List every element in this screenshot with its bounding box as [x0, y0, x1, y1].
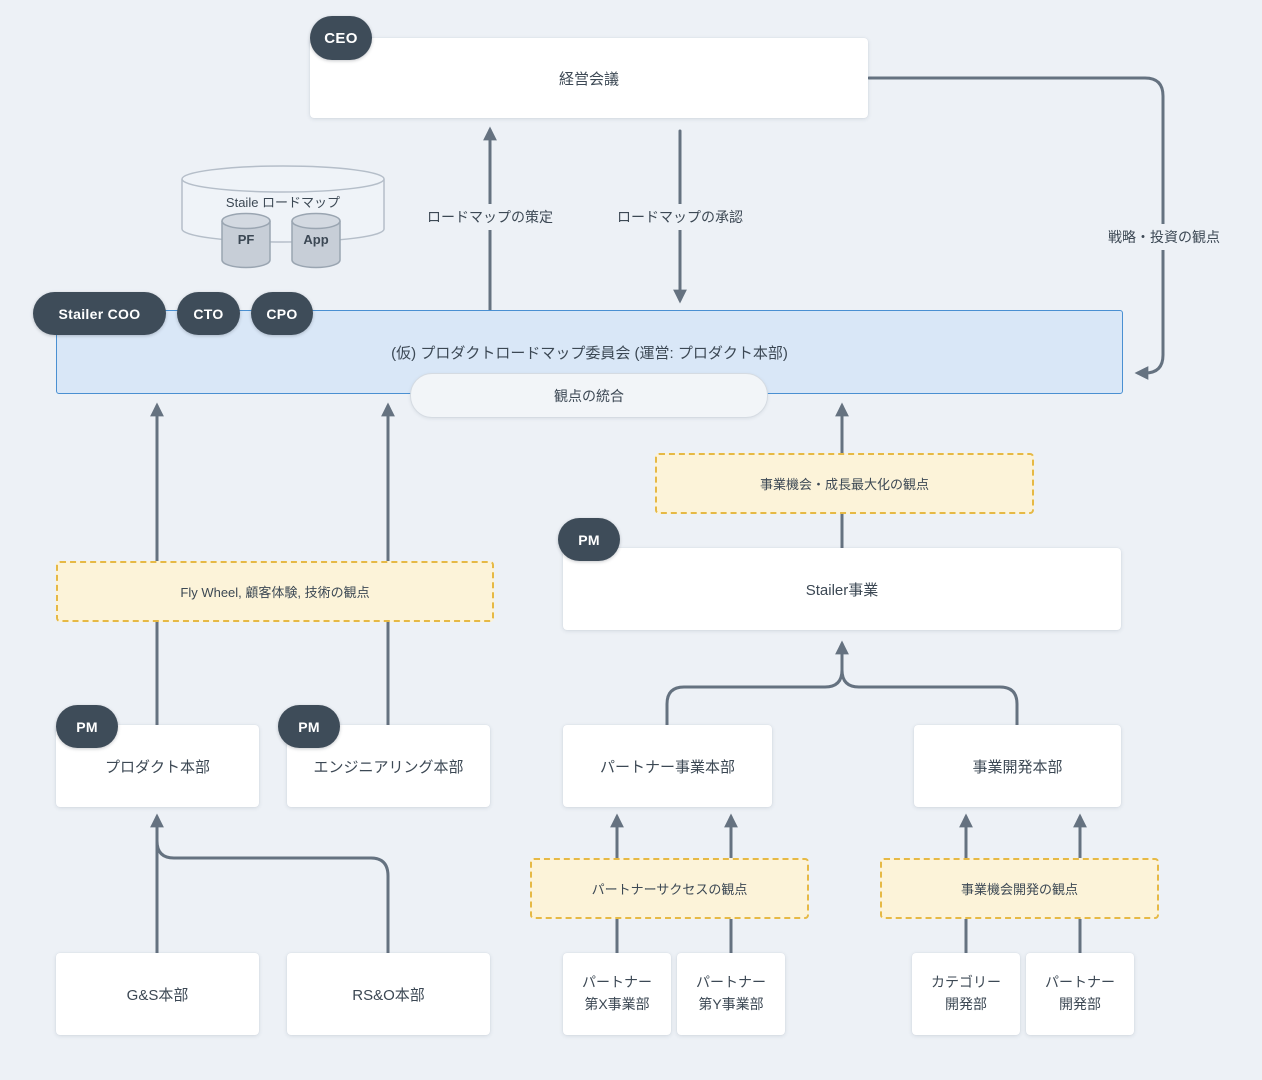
- management-meeting-box: 経営会議: [310, 38, 868, 118]
- unit-partner-x-line2: 第X事業部: [584, 996, 650, 1012]
- stailer-business-label: Stailer事業: [805, 581, 879, 599]
- roadmap-database: [181, 165, 385, 269]
- unit-gs-box: G&S本部: [56, 953, 259, 1035]
- note-business-dev: 事業機会開発の観点: [880, 858, 1159, 919]
- note-partner-success: パートナーサクセスの観点: [530, 858, 809, 919]
- app-cylinder-label: App: [303, 232, 329, 247]
- management-meeting-label: 経営会議: [558, 70, 619, 88]
- unit-partner-dev-line2: 開発部: [1059, 996, 1101, 1012]
- note-business-opportunity: 事業機会・成長最大化の観点: [655, 453, 1034, 514]
- note-business-opportunity-label: 事業機会・成長最大化の観点: [759, 477, 929, 492]
- viewpoint-integration-pill: 観点の統合: [410, 373, 768, 418]
- stailer-business-box: Stailer事業: [563, 548, 1121, 630]
- dept-bizdev-box: 事業開発本部: [914, 725, 1121, 807]
- note-flywheel: Fly Wheel, 顧客体験, 技術の観点: [56, 561, 494, 622]
- pf-cylinder-label: PF: [237, 232, 255, 247]
- unit-rso-box: RS&O本部: [287, 953, 490, 1035]
- ceo-badge: CEO: [310, 16, 372, 60]
- unit-partner-x-label: パートナー 第X事業部: [582, 972, 652, 1015]
- dept-partner-box: パートナー事業本部: [563, 725, 772, 807]
- cto-badge: CTO: [177, 292, 240, 335]
- unit-partner-dev-label: パートナー 開発部: [1045, 972, 1115, 1015]
- pm-badge-product: PM: [56, 705, 118, 748]
- unit-partner-y-line1: パートナー: [696, 974, 766, 991]
- unit-partner-dev-line1: パートナー: [1045, 974, 1115, 991]
- app-cylinder-icon: [291, 212, 341, 269]
- unit-partner-x-box: パートナー 第X事業部: [563, 953, 671, 1035]
- dept-product-label: プロダクト本部: [104, 758, 210, 776]
- unit-partner-y-label: パートナー 第Y事業部: [696, 972, 766, 1015]
- unit-gs-label: G&S本部: [126, 986, 189, 1004]
- dept-engineering-label: エンジニアリング本部: [313, 758, 464, 776]
- unit-rso-label: RS&O本部: [352, 986, 425, 1004]
- pm-badge-stailer: PM: [558, 518, 620, 561]
- unit-category-dev-line2: 開発部: [945, 996, 987, 1012]
- cpo-badge: CPO: [251, 292, 313, 335]
- unit-partner-y-box: パートナー 第Y事業部: [677, 953, 785, 1035]
- unit-partner-dev-box: パートナー 開発部: [1026, 953, 1134, 1035]
- committee-title: (仮) プロダクトロードマップ委員会 (運営: プロダクト本部): [391, 344, 788, 362]
- unit-partner-x-line1: パートナー: [582, 974, 652, 991]
- approve-label: ロードマップの承認: [608, 204, 752, 230]
- dept-bizdev-label: 事業開発本部: [972, 758, 1063, 776]
- stailer-coo-badge: Stailer COO: [33, 292, 166, 335]
- pf-cylinder-icon: [221, 212, 271, 269]
- pm-badge-engineering: PM: [278, 705, 340, 748]
- strategy-label: 戦略・投資の観点: [1099, 224, 1229, 250]
- unit-category-dev-line1: カテゴリー: [931, 974, 1001, 991]
- unit-category-dev-label: カテゴリー 開発部: [931, 972, 1001, 1015]
- viewpoint-integration-label: 観点の統合: [554, 387, 624, 404]
- elbow-rso-merge: [155, 828, 390, 955]
- formulate-label: ロードマップの策定: [418, 204, 562, 230]
- brace-bizdev-right: [840, 666, 1019, 727]
- note-flywheel-label: Fly Wheel, 顧客体験, 技術の観点: [180, 585, 370, 600]
- unit-partner-y-line2: 第Y事業部: [698, 996, 764, 1012]
- dept-partner-label: パートナー事業本部: [599, 758, 735, 776]
- note-business-dev-label: 事業機会開発の観点: [960, 882, 1078, 897]
- note-partner-success-label: パートナーサクセスの観点: [591, 882, 748, 897]
- brace-partner-left: [665, 666, 844, 727]
- roadmap-store-label: Staile ロードマップ: [225, 195, 341, 210]
- unit-category-dev-box: カテゴリー 開発部: [912, 953, 1020, 1035]
